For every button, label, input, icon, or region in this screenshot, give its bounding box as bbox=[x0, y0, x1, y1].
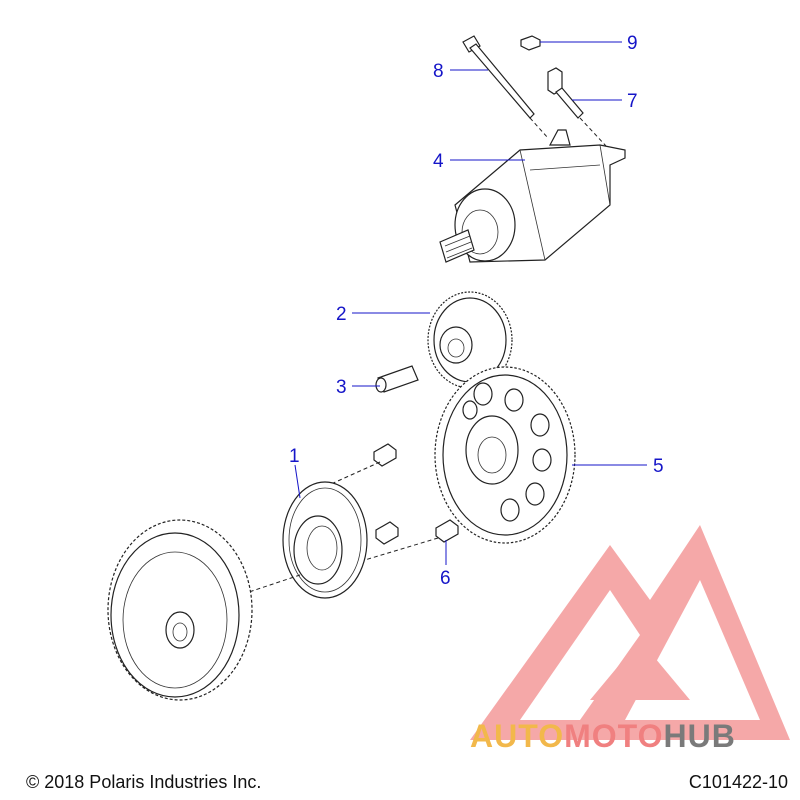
screw-middle bbox=[375, 521, 399, 545]
watermark-wordmark: AUTOMOTOHUB bbox=[470, 718, 736, 755]
callout-3: 3 bbox=[336, 377, 347, 398]
stud bbox=[547, 67, 607, 147]
callout-7: 7 bbox=[627, 91, 638, 112]
callout-9: 9 bbox=[627, 33, 638, 54]
watermark-part-auto: AUTO bbox=[470, 718, 565, 754]
long-bolt bbox=[462, 35, 549, 139]
starter-motor bbox=[439, 129, 626, 263]
callout-1: 1 bbox=[289, 446, 300, 467]
watermark-part-hub: HUB bbox=[663, 718, 736, 754]
callout-5: 5 bbox=[653, 456, 664, 477]
pin bbox=[375, 365, 419, 393]
leader-1 bbox=[294, 464, 301, 499]
large-gear bbox=[434, 366, 576, 544]
idler-gear bbox=[427, 291, 513, 389]
callout-4: 4 bbox=[433, 151, 444, 172]
drawing-number: C101422-10 bbox=[688, 772, 788, 792]
watermark-logo bbox=[470, 525, 790, 740]
callout-2: 2 bbox=[336, 304, 347, 325]
watermark-part-moto: MOTO bbox=[564, 718, 664, 754]
starter-clutch bbox=[239, 481, 368, 599]
callout-6: 6 bbox=[440, 568, 451, 589]
callout-8: 8 bbox=[433, 61, 444, 82]
nut bbox=[520, 35, 541, 51]
flywheel-rotor bbox=[107, 519, 253, 701]
copyright-notice: © 2018 Polaris Industries Inc. bbox=[26, 772, 262, 792]
